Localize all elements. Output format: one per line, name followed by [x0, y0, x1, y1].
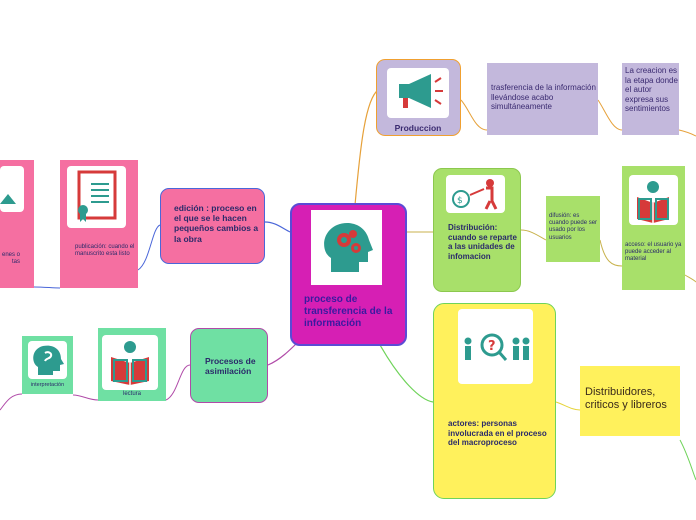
distribucion-label: Distribución: cuando se reparte a las un…: [448, 223, 517, 261]
actores-label: actores: personas involucrada en el proc…: [448, 419, 547, 448]
edicion-publication[interactable]: publicación: cuando el manuscrito esta l…: [60, 160, 138, 288]
asimilacion-reading[interactable]: lectura: [98, 328, 166, 401]
edicion-label: edición : proceso en el que se le hacen …: [174, 203, 259, 244]
megaphone-icon: [387, 68, 449, 118]
person-reading-icon: [629, 175, 678, 225]
produccion-detail[interactable]: trasferencia de la información llevándos…: [487, 63, 598, 135]
produccion-node[interactable]: Produccion: [376, 59, 461, 136]
produccion-label: Produccion: [394, 123, 442, 133]
certificate-icon: [67, 166, 126, 228]
distribucion-access[interactable]: acceso: el usuario ya puede acceder al m…: [622, 166, 685, 290]
edicion-node[interactable]: edición : proceso en el que se le hacen …: [160, 188, 265, 264]
svg-text:$: $: [457, 196, 463, 206]
central-topic[interactable]: proceso de transferencia de la informaci…: [290, 203, 407, 346]
people-question-icon: ?: [458, 309, 533, 384]
actores-detail[interactable]: Distribuidores, criticos y libreros: [580, 366, 680, 436]
asimilacion-interpretation[interactable]: interpretación: [22, 336, 73, 394]
svg-text:?: ?: [488, 339, 496, 354]
asimilacion-label: Procesos de asimilación: [205, 356, 256, 377]
actores-node[interactable]: ? actores: personas involucrada en el pr…: [433, 303, 556, 499]
distribucion-node[interactable]: $ Distribución: cuando se reparte a las …: [433, 168, 521, 292]
brain-gears-icon: [311, 210, 382, 285]
person-reading-icon: [102, 335, 158, 390]
chart-icon: [0, 166, 24, 212]
person-pushing-icon: $: [446, 175, 505, 213]
distribucion-detail[interactable]: difusión: es cuando puede ser usado por …: [546, 196, 600, 262]
central-label: proceso de transferencia de la informaci…: [304, 294, 393, 329]
head-icon: [28, 341, 67, 379]
edicion-partial[interactable]: enes o tas: [0, 160, 34, 288]
asimilacion-node[interactable]: Procesos de asimilación: [190, 328, 268, 403]
produccion-creation[interactable]: La creacion es la etapa donde el autor e…: [622, 63, 679, 135]
